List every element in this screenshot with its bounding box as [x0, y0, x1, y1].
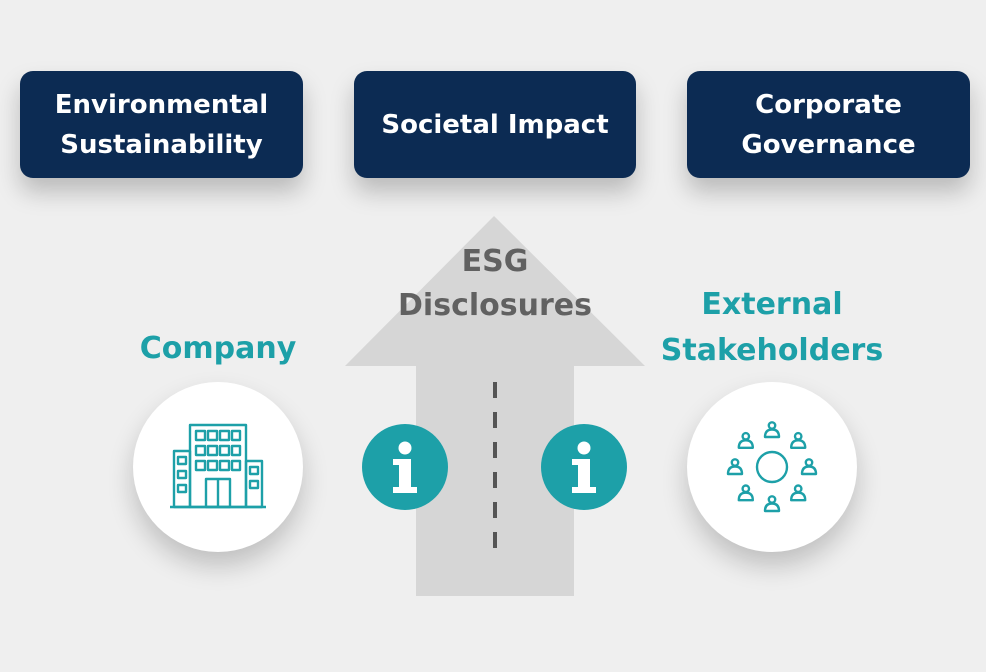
person-icon [790, 431, 807, 449]
esg-disclosures-label: ESG Disclosures [370, 240, 620, 328]
pillar-corporate-governance: Corporate Governance [687, 71, 970, 178]
external-stakeholders-label: External Stakeholders [652, 282, 892, 374]
info-icon-right [541, 424, 627, 510]
pillar-soc-line-1: Societal Impact [381, 109, 609, 140]
stakeholders-label-line-2: Stakeholders [660, 333, 884, 368]
stakeholders-group-icon [726, 421, 818, 513]
person-icon [763, 495, 781, 513]
person-icon [800, 458, 818, 476]
company-label: Company [139, 331, 297, 366]
pillar-gov-line-1: Corporate [755, 89, 902, 120]
pillar-gov-line-2: Governance [741, 129, 916, 160]
pillar-societal-impact: Societal Impact [354, 71, 636, 178]
person-icon [737, 431, 754, 449]
pillar-environmental-sustainability: Environmental Sustainability [20, 71, 303, 178]
person-icon [737, 484, 754, 502]
pillar-env-line-2: Sustainability [60, 129, 263, 160]
info-icon-left [362, 424, 448, 510]
person-icon [763, 421, 781, 439]
stakeholders-label-line-1: External [701, 287, 843, 322]
office-building-icon [170, 423, 266, 509]
esg-label-line-1: ESG [461, 244, 529, 279]
company-circle [133, 382, 303, 552]
stakeholders-circle [687, 382, 857, 552]
person-icon [790, 484, 807, 502]
pillar-env-line-1: Environmental [54, 89, 269, 120]
person-icon [726, 458, 744, 476]
esg-label-line-2: Disclosures [398, 288, 592, 323]
